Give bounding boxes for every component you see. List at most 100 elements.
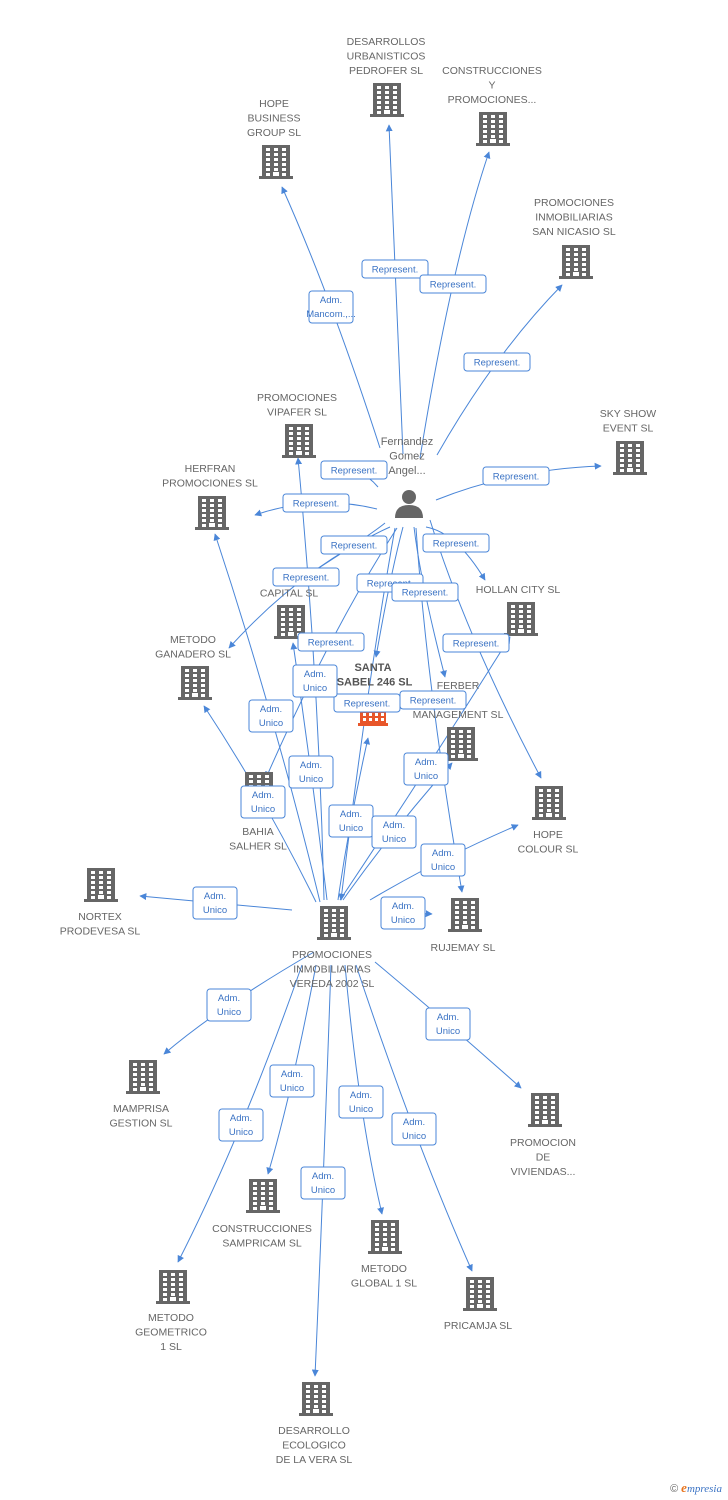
company-node-hollan-city[interactable]: HOLLAN CITY SL [476, 584, 561, 636]
edge-label-box [420, 843, 466, 877]
edge-label[interactable]: Represent. [320, 535, 388, 555]
building-icon[interactable] [370, 83, 404, 117]
edge-label-text: Unico [391, 915, 415, 926]
node-label-line: 1 SL [160, 1341, 182, 1353]
edge-label[interactable]: Adm.Unico [269, 1064, 315, 1098]
edge-label[interactable]: Represent. [442, 633, 510, 653]
building-icon[interactable] [282, 424, 316, 458]
edge-label[interactable]: Represent. [399, 690, 467, 710]
building-icon[interactable] [195, 496, 229, 530]
edge-label-text: Unico [431, 862, 455, 873]
edge-label[interactable]: Represent. [297, 632, 365, 652]
building-icon[interactable] [476, 112, 510, 146]
company-node-pricamja[interactable]: PRICAMJA SL [444, 1277, 512, 1332]
building-icon[interactable] [559, 245, 593, 279]
person-node-fernandez[interactable]: FernandezGomezAngel... [381, 436, 434, 518]
edge-label[interactable]: Adm.Unico [371, 815, 417, 849]
node-label-line: VIVIENDAS... [511, 1166, 576, 1178]
building-icon[interactable] [126, 1060, 160, 1094]
edge-label-box [403, 752, 449, 786]
edge-label[interactable]: Represent. [463, 352, 531, 372]
building-icon[interactable] [178, 666, 212, 700]
building-icon[interactable] [368, 1220, 402, 1254]
node-label-line: Angel... [388, 465, 425, 477]
edge-label[interactable]: Represent. [361, 259, 429, 279]
company-node-rujemay[interactable]: RUJEMAY SL [431, 898, 496, 954]
edge-label[interactable]: Represent. [391, 582, 459, 602]
person-icon[interactable] [395, 490, 423, 518]
edge-label[interactable]: Adm.Mancom.,... [306, 290, 356, 324]
node-label-line: VIPAFER SL [267, 407, 327, 419]
node-label-line: MANAGEMENT SL [413, 709, 504, 721]
edge-label[interactable]: Represent. [282, 493, 350, 513]
building-icon[interactable] [532, 786, 566, 820]
building-icon[interactable] [259, 145, 293, 179]
edge-label-text: Unico [217, 1007, 241, 1018]
building-icon[interactable] [317, 906, 351, 940]
edge-label[interactable]: Represent. [419, 274, 487, 294]
node-label-line: BUSINESS [247, 113, 300, 125]
edge-label-text: Unico [299, 774, 323, 785]
edge-label-box [272, 567, 340, 587]
edge-label[interactable]: Adm.Unico [328, 804, 374, 838]
company-node-promocion-viviendas[interactable]: PROMOCIONDEVIVIENDAS... [510, 1093, 576, 1178]
edge-label[interactable]: Adm.Unico [248, 699, 294, 733]
building-icon[interactable] [156, 1270, 190, 1304]
edge-label[interactable]: Adm.Unico [338, 1085, 384, 1119]
edge-label[interactable]: Adm.Unico [300, 1166, 346, 1200]
building-icon[interactable] [613, 441, 647, 475]
edge-label[interactable]: Adm.Unico [380, 896, 426, 930]
edge-label-text: Adm. [340, 809, 362, 820]
edge-label[interactable]: Represent. [482, 466, 550, 486]
edge-label[interactable]: Adm.Unico [218, 1108, 264, 1142]
edge-label[interactable]: Adm.Unico [403, 752, 449, 786]
edge-line [385, 124, 404, 455]
edge-label[interactable]: Adm.Unico [292, 664, 338, 698]
building-icon[interactable] [463, 1277, 497, 1311]
edge-label[interactable]: Adm.Unico [391, 1112, 437, 1146]
building-icon [358, 710, 388, 726]
edge-label-text: Adm. [350, 1090, 372, 1101]
company-node-ferber[interactable]: FERBER...TMANAGEMENT SL [413, 680, 504, 761]
edge-label-box [391, 582, 459, 602]
edge-label-box [282, 493, 350, 513]
company-node-construcciones-y[interactable]: CONSTRUCCIONESYPROMOCIONES... [442, 65, 542, 146]
building-icon[interactable] [528, 1093, 562, 1127]
edge-label[interactable]: Adm.Unico [240, 785, 286, 819]
building-icon[interactable] [246, 1179, 280, 1213]
building-icon[interactable] [299, 1382, 333, 1416]
edge-label[interactable]: Adm.Unico [206, 988, 252, 1022]
edge-label[interactable]: Adm.Unico [192, 886, 238, 920]
edge-label[interactable]: Represent. [272, 567, 340, 587]
edge-label[interactable]: Adm.Unico [420, 843, 466, 877]
edge-label-text: Unico [414, 771, 438, 782]
edge-label-text: Adm. [320, 295, 342, 306]
edge-label[interactable]: Represent. [422, 533, 490, 553]
empresia-brand[interactable]: ©empresia [670, 1480, 722, 1496]
building-icon[interactable] [444, 727, 478, 761]
building-icon[interactable] [504, 602, 538, 636]
edge-label[interactable]: Represent. [333, 693, 401, 713]
edge-label[interactable]: Represent. [320, 460, 388, 480]
edge-label[interactable]: Adm.Unico [425, 1007, 471, 1041]
edge-label[interactable]: Adm.Unico [288, 755, 334, 789]
edge-label-text: Unico [251, 804, 275, 815]
building-icon[interactable] [448, 898, 482, 932]
building-icon[interactable] [84, 868, 118, 902]
